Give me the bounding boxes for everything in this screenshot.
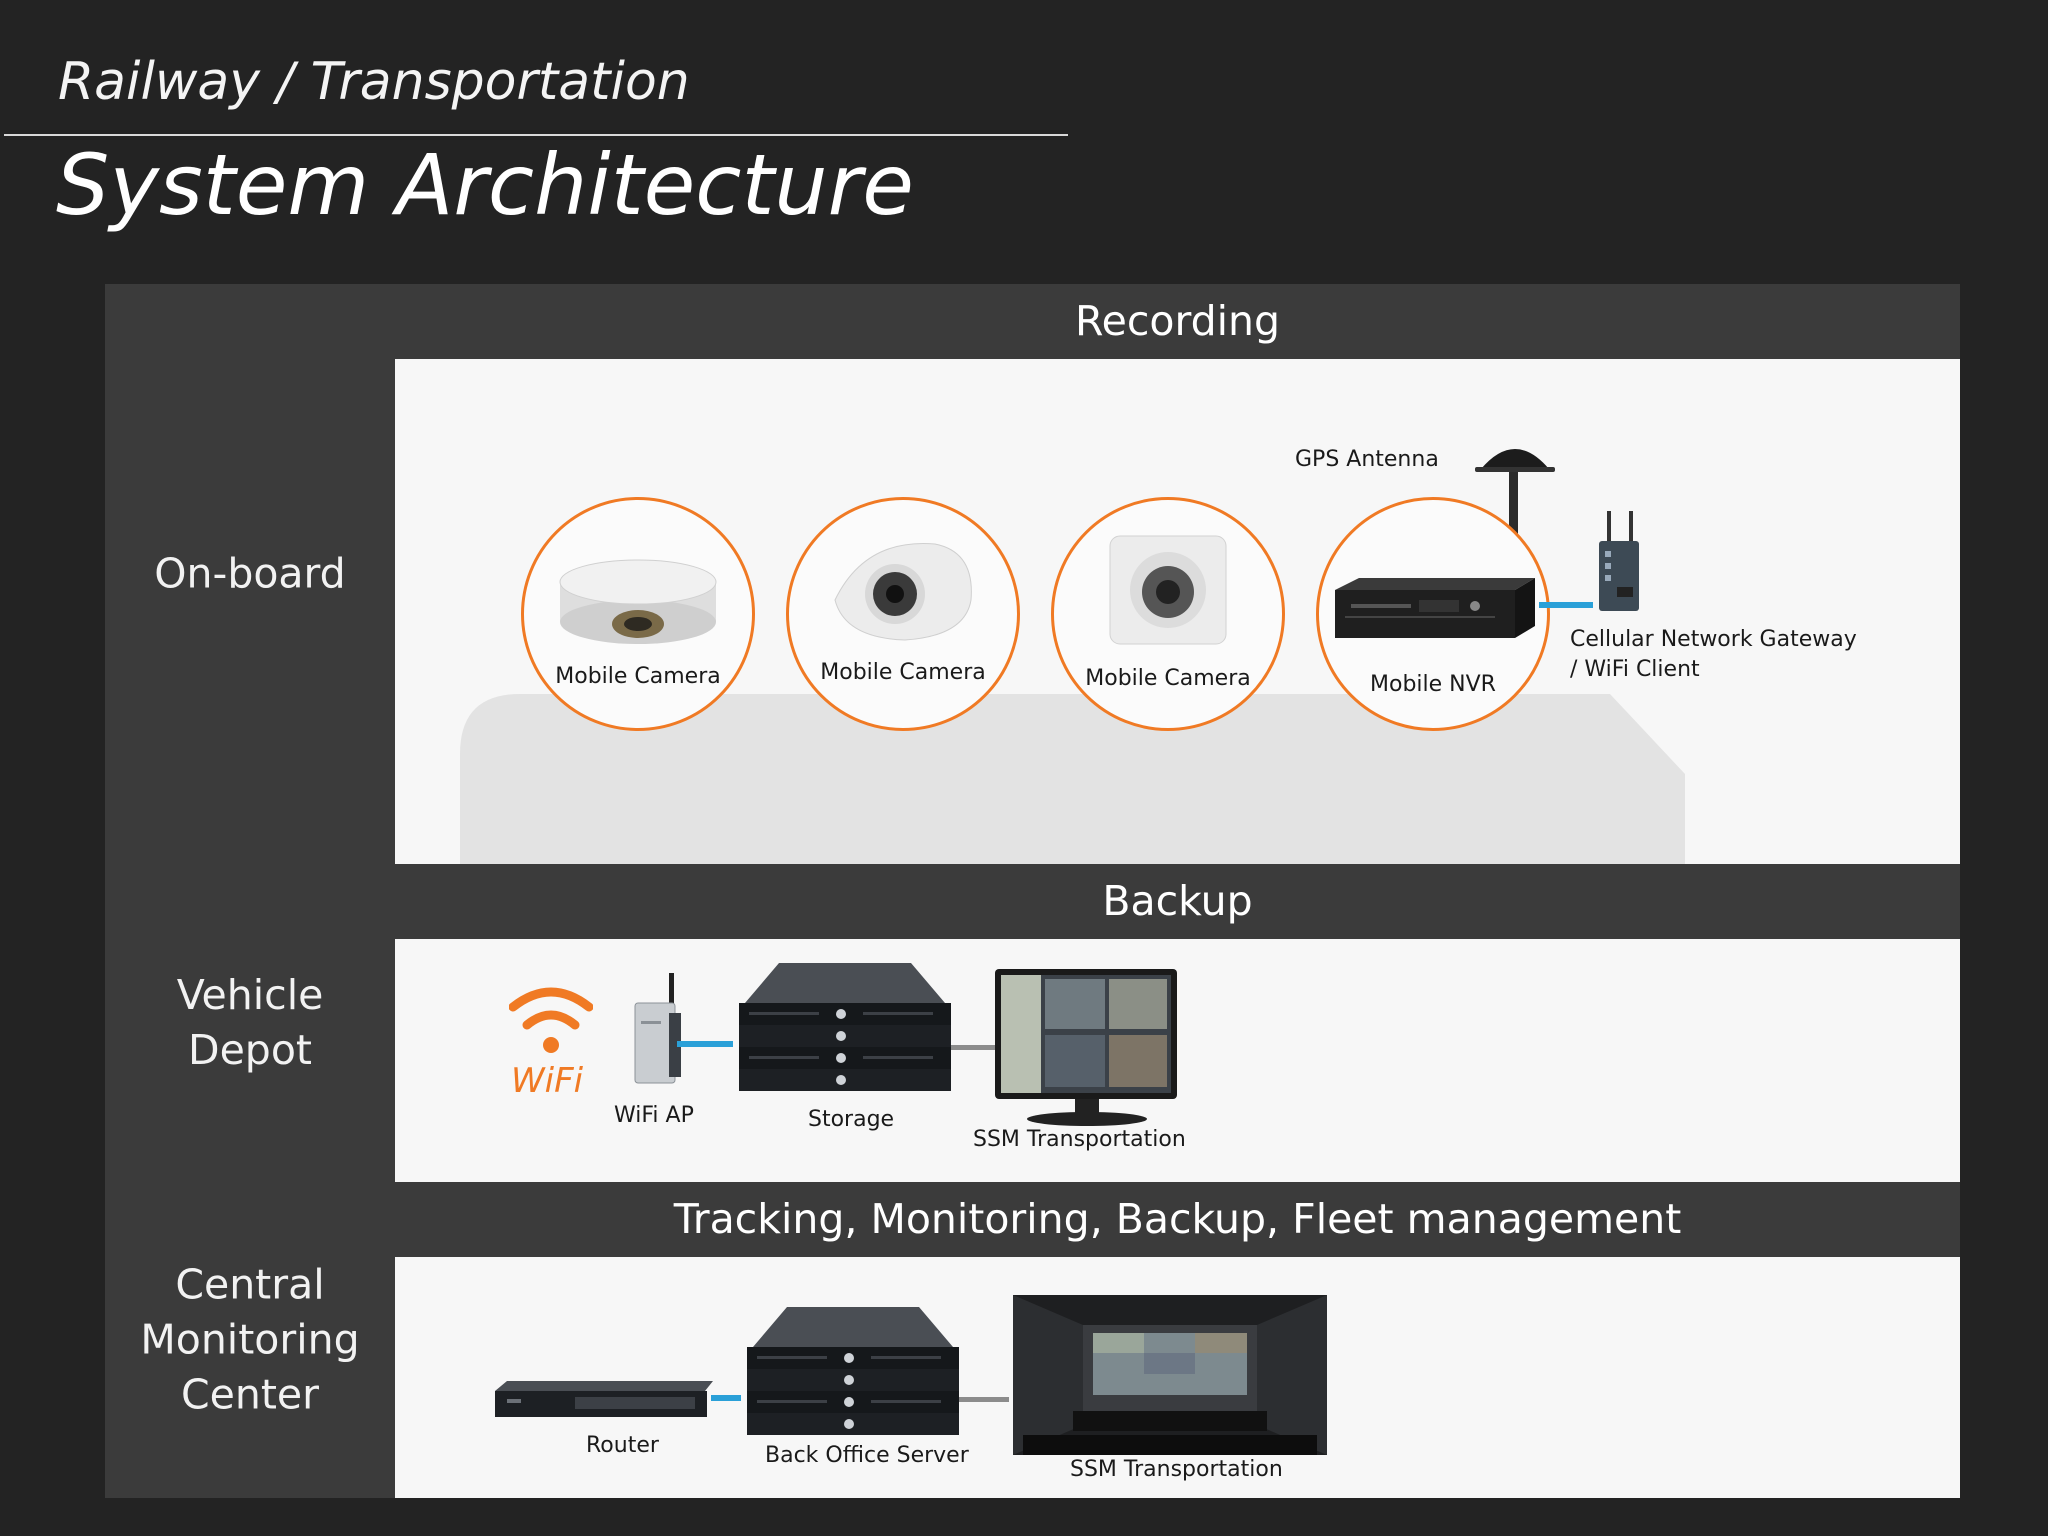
connection-line xyxy=(959,1397,1009,1402)
row-label-text: Central Monitoring Center xyxy=(105,1258,395,1423)
row-label-text: Vehicle Depot xyxy=(105,968,395,1078)
section-body-recording: GPS Antenna Mobile Camera Mobile Camera xyxy=(395,359,1960,864)
router-icon xyxy=(495,1381,713,1417)
row-label-line: Central xyxy=(175,1260,325,1309)
row-label-line: Vehicle xyxy=(176,971,324,1019)
device-label: Back Office Server xyxy=(765,1443,969,1468)
device-label: Mobile Camera xyxy=(555,664,721,689)
row-label-text: On-board xyxy=(154,549,346,598)
camera-ring-3: Mobile Camera xyxy=(1051,497,1285,731)
wifi-label: WiFi xyxy=(511,1061,584,1101)
connection-line xyxy=(951,1045,995,1050)
gps-antenna-label: GPS Antenna xyxy=(1295,447,1439,472)
camera-ring-1: Mobile Camera xyxy=(521,497,755,731)
row-label-vehicle-depot: Vehicle Depot xyxy=(105,864,395,1182)
row-label-line: Center xyxy=(181,1370,319,1419)
vehicle-silhouette xyxy=(460,694,1685,864)
connection-line xyxy=(711,1395,741,1401)
storage-server-icon xyxy=(739,963,951,1091)
nvr-icon xyxy=(1335,578,1535,638)
device-label: Router xyxy=(586,1433,659,1458)
gateway-label-line1: Cellular Network Gateway xyxy=(1570,627,1857,652)
section-title-tracking: Tracking, Monitoring, Backup, Fleet mana… xyxy=(395,1182,1960,1257)
gateway-icon xyxy=(1599,511,1639,611)
device-label: Mobile Camera xyxy=(1085,666,1251,691)
monitor-icon xyxy=(995,969,1177,1126)
row-label-onboard: On-board xyxy=(105,284,395,864)
control-room-icon xyxy=(1013,1295,1327,1455)
nvr-ring: Mobile NVR xyxy=(1316,497,1550,731)
gps-antenna-icon xyxy=(1475,449,1555,587)
section-body-backup: WiFi WiFi AP Storage SSM T xyxy=(395,939,1960,1182)
access-point-icon xyxy=(634,973,681,1084)
page-subtitle: Railway / Transportation xyxy=(58,52,690,112)
section-title-backup: Backup xyxy=(395,864,1960,939)
device-label: SSM Transportation xyxy=(1070,1457,1283,1482)
gateway-label-line2: / WiFi Client xyxy=(1570,657,1700,682)
dome-camera-icon xyxy=(1109,535,1227,645)
device-label: WiFi AP xyxy=(614,1103,694,1128)
flat-dome-camera-icon xyxy=(834,542,972,641)
fisheye-camera-icon xyxy=(559,559,717,644)
device-label: Storage xyxy=(808,1107,895,1132)
device-label: Mobile Camera xyxy=(820,660,986,685)
row-label-central-monitoring: Central Monitoring Center xyxy=(105,1182,395,1498)
device-label: Mobile NVR xyxy=(1370,672,1496,697)
section-body-tracking: Router Back Office Server SSM Transporta… xyxy=(395,1257,1960,1498)
device-label: SSM Transportation xyxy=(973,1127,1186,1152)
section-title-recording: Recording xyxy=(395,284,1960,359)
title-divider xyxy=(4,134,1068,136)
row-label-line: Depot xyxy=(188,1026,312,1074)
row-label-line: Monitoring xyxy=(140,1315,360,1364)
camera-ring-2: Mobile Camera xyxy=(786,497,1020,731)
wifi-icon xyxy=(509,987,593,1053)
connection-line xyxy=(677,1041,733,1047)
connection-line xyxy=(1539,602,1593,608)
page-title: System Architecture xyxy=(56,136,914,234)
server-rack-icon xyxy=(747,1307,959,1435)
